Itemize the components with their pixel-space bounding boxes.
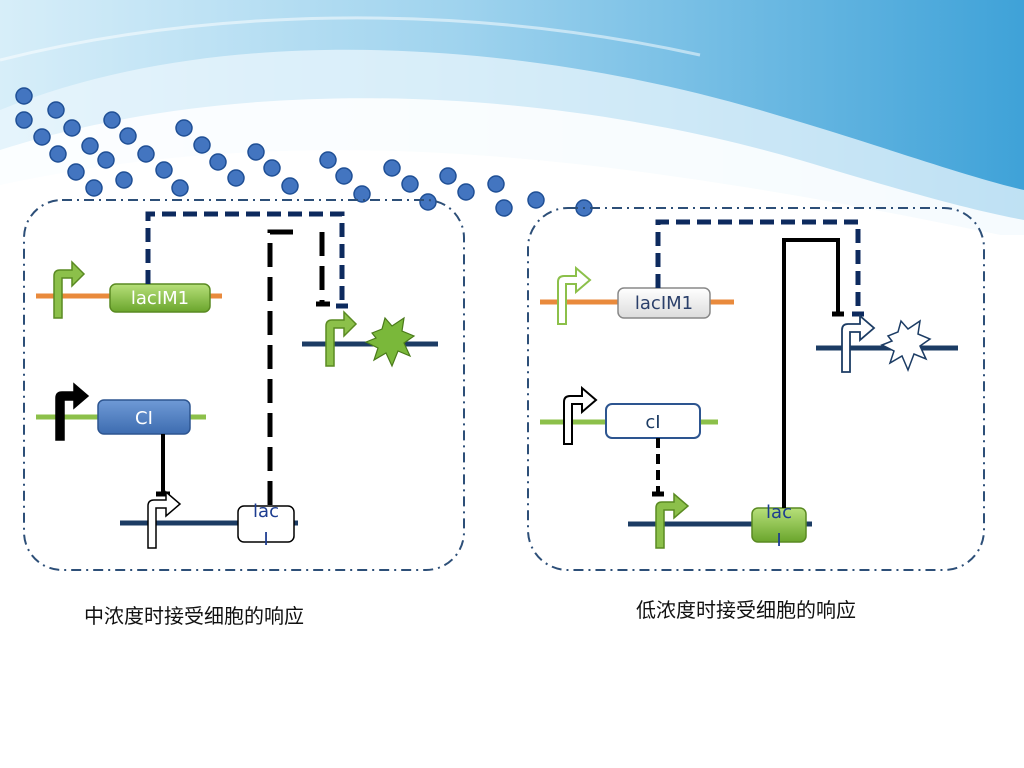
- left-ci-gene: [97, 399, 191, 435]
- left-cell-membrane: [23, 199, 465, 571]
- left-promoter-reporter: [325, 310, 358, 367]
- right-promoter-lacim1: [557, 265, 592, 325]
- right-promoter-reporter: [841, 314, 876, 373]
- left-lacim1-label: lacIM1: [131, 288, 189, 309]
- right-promoter-ci: [563, 385, 598, 445]
- right-ci-label: cI: [645, 412, 660, 433]
- right-cell-membrane: [527, 207, 985, 571]
- left-laci-repression-line: [267, 229, 300, 505]
- right-lacim1-label: lacIM1: [635, 293, 693, 314]
- left-laci-gene: [237, 505, 295, 543]
- left-cell-caption: 中浓度时接受细胞的响应: [84, 604, 304, 628]
- right-laci-label-2: I: [776, 530, 781, 551]
- right-lacim1-repression-line: [655, 219, 861, 314]
- signal-molecules: [15, 87, 593, 217]
- left-promoter-laci: [147, 490, 182, 549]
- right-gfp-starburst: [880, 319, 932, 373]
- left-promoter-lacim1: [53, 260, 86, 319]
- left-cell: lacIM1 CI lac I: [23, 199, 465, 571]
- left-ci-label: CI: [135, 408, 153, 429]
- right-laci-repression-line: [782, 238, 840, 508]
- right-promoter-laci: [655, 492, 690, 549]
- left-lacim1-gene: [109, 283, 211, 313]
- right-laci-gene: [751, 507, 807, 543]
- left-lacim1-repression-line: [145, 211, 345, 306]
- left-gfp-starburst: [364, 316, 416, 368]
- right-ci-gene: [605, 403, 701, 439]
- left-promoter-ci: [55, 382, 90, 441]
- right-laci-label-1: lac: [766, 502, 792, 523]
- left-laci-label-2: I: [263, 529, 268, 550]
- left-laci-label-1: lac: [253, 501, 279, 522]
- right-cell-caption: 低浓度时接受细胞的响应: [636, 598, 856, 622]
- right-lacim1-gene: [617, 287, 711, 319]
- right-cell: lacIM1 cI lac I: [527, 207, 985, 571]
